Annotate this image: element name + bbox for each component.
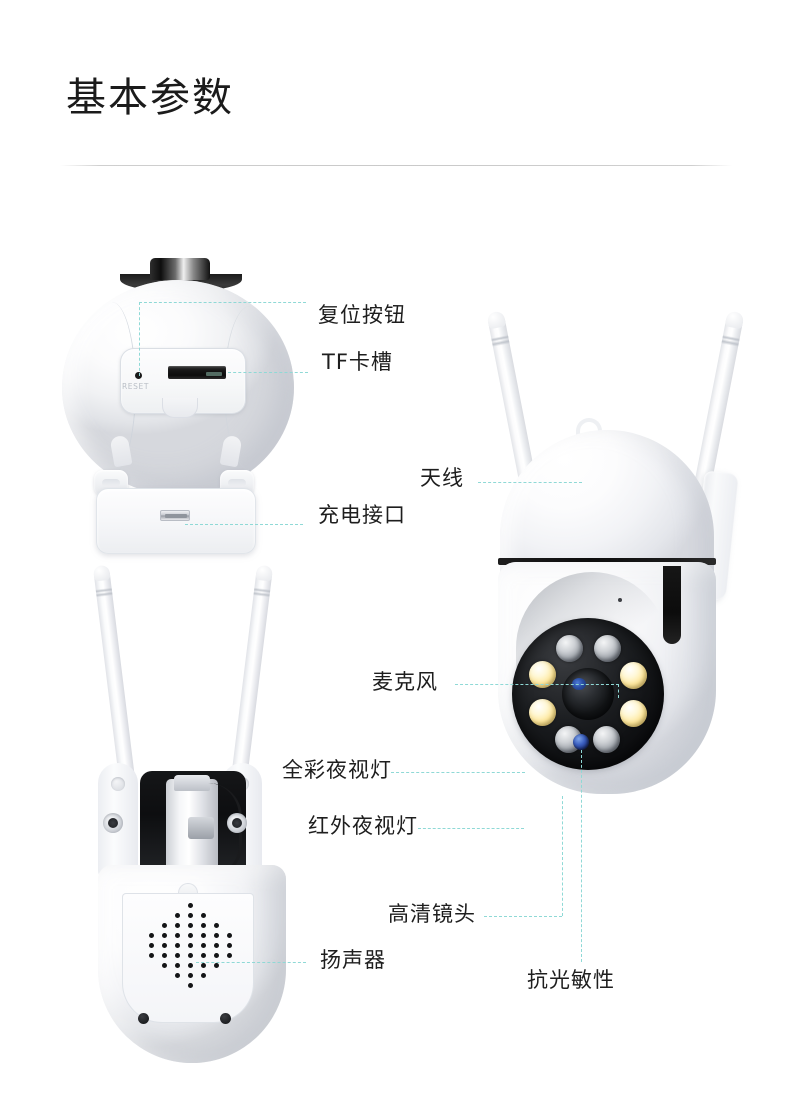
speaker-hole	[200, 963, 206, 968]
speaker-hole	[161, 953, 167, 958]
antenna-left-rear	[93, 565, 136, 788]
callout-label-fullcolor-light: 全彩夜视灯	[282, 758, 392, 782]
speaker-hole	[187, 963, 193, 968]
leader-mic-horizontal	[455, 684, 619, 685]
side-vent	[663, 566, 681, 644]
rotation-seam-band	[498, 558, 716, 565]
callout-label-speaker: 扬声器	[320, 948, 386, 972]
speaker-hole	[161, 943, 167, 948]
bracket-screw-left	[103, 813, 123, 833]
full-color-night-vision-led	[529, 661, 557, 689]
light-sensitivity-sensor	[573, 734, 589, 750]
callout-label-hd-lens: 高清镜头	[388, 902, 476, 926]
callout-label-light-sensor: 抗光敏性	[527, 968, 615, 992]
speaker-hole	[187, 913, 193, 918]
reset-button	[135, 372, 142, 379]
screw-hole-right	[220, 1013, 231, 1024]
antenna-right-rear	[230, 565, 273, 788]
speaker-hole	[148, 943, 154, 948]
camera-rear-head-view: RESET	[58, 258, 308, 558]
top-hook	[576, 418, 602, 438]
leader-light-sensor-vertical	[581, 750, 582, 962]
speaker-hole	[200, 953, 206, 958]
callout-label-reset-button: 复位按钮	[318, 303, 406, 327]
speaker-hole	[187, 943, 193, 948]
bracket-screw-right	[227, 813, 247, 833]
microphone	[618, 598, 622, 602]
leader-infrared-led	[418, 828, 524, 829]
infrared-night-vision-led	[592, 725, 620, 753]
speaker-hole	[174, 973, 180, 978]
speaker-hole	[213, 953, 219, 958]
leader-speaker	[196, 962, 306, 963]
charging-port	[160, 510, 190, 521]
speaker-hole	[148, 953, 154, 958]
callout-label-charging-port: 充电接口	[318, 503, 406, 527]
speaker-hole	[148, 933, 154, 938]
full-color-night-vision-led	[529, 698, 557, 726]
callout-label-tf-card-slot: TF卡槽	[322, 350, 393, 374]
leader-tfcard	[228, 372, 308, 373]
speaker-hole	[187, 923, 193, 928]
infrared-night-vision-led	[593, 635, 621, 663]
tf-card-slot-contacts	[206, 372, 222, 376]
hd-lens	[562, 668, 614, 720]
speaker-hole	[226, 953, 232, 958]
speaker-hole	[187, 983, 193, 988]
speaker-hole	[174, 923, 180, 928]
full-color-night-vision-led	[619, 699, 647, 727]
ptz-camera-rear-view	[70, 565, 330, 1070]
leader-antenna	[478, 482, 582, 483]
speaker-hole	[174, 943, 180, 948]
speaker-hole	[200, 973, 206, 978]
speaker-hole	[213, 923, 219, 928]
speaker-hole	[200, 933, 206, 938]
full-color-night-vision-led	[619, 662, 647, 690]
pan-motor-nut	[188, 817, 214, 839]
speaker-hole	[174, 933, 180, 938]
infrared-night-vision-led	[556, 635, 584, 663]
speaker-hole	[200, 943, 206, 948]
mounting-base	[96, 488, 256, 554]
ptz-camera-front-view	[470, 300, 770, 880]
speaker-hole	[161, 963, 167, 968]
leader-reset-horizontal	[139, 302, 306, 303]
callout-label-infrared-light: 红外夜视灯	[308, 814, 418, 838]
reset-marking-text: RESET	[122, 382, 150, 391]
page-title: 基本参数	[66, 75, 234, 121]
callout-label-microphone: 麦克风	[372, 670, 438, 694]
speaker-hole	[200, 913, 206, 918]
leader-lens-vertical	[562, 796, 563, 916]
screw-hole-left	[138, 1013, 149, 1024]
speaker-hole	[213, 943, 219, 948]
speaker-hole	[187, 973, 193, 978]
speaker-hole	[174, 953, 180, 958]
speaker-hole	[174, 913, 180, 918]
callout-label-antenna: 天线	[420, 466, 464, 490]
leader-charging-port	[185, 524, 303, 525]
leader-reset-vertical	[139, 302, 140, 376]
speaker-hole	[187, 953, 193, 958]
leader-mic-vertical	[618, 684, 619, 698]
speaker-hole	[200, 923, 206, 928]
motor-cylinder	[150, 258, 210, 280]
speaker-hole	[213, 963, 219, 968]
hatch-tab	[162, 398, 198, 418]
speaker-hole	[161, 933, 167, 938]
leader-fullcolor-led	[391, 772, 525, 773]
speaker-hole	[213, 933, 219, 938]
speaker-hole	[187, 903, 193, 908]
speaker-hole	[226, 933, 232, 938]
title-divider	[60, 165, 732, 166]
speaker-hole	[226, 943, 232, 948]
speaker-hole	[174, 963, 180, 968]
speaker-hole	[161, 923, 167, 928]
speaker-hole	[187, 933, 193, 938]
leader-lens-horizontal	[484, 916, 562, 917]
speaker	[144, 901, 236, 989]
